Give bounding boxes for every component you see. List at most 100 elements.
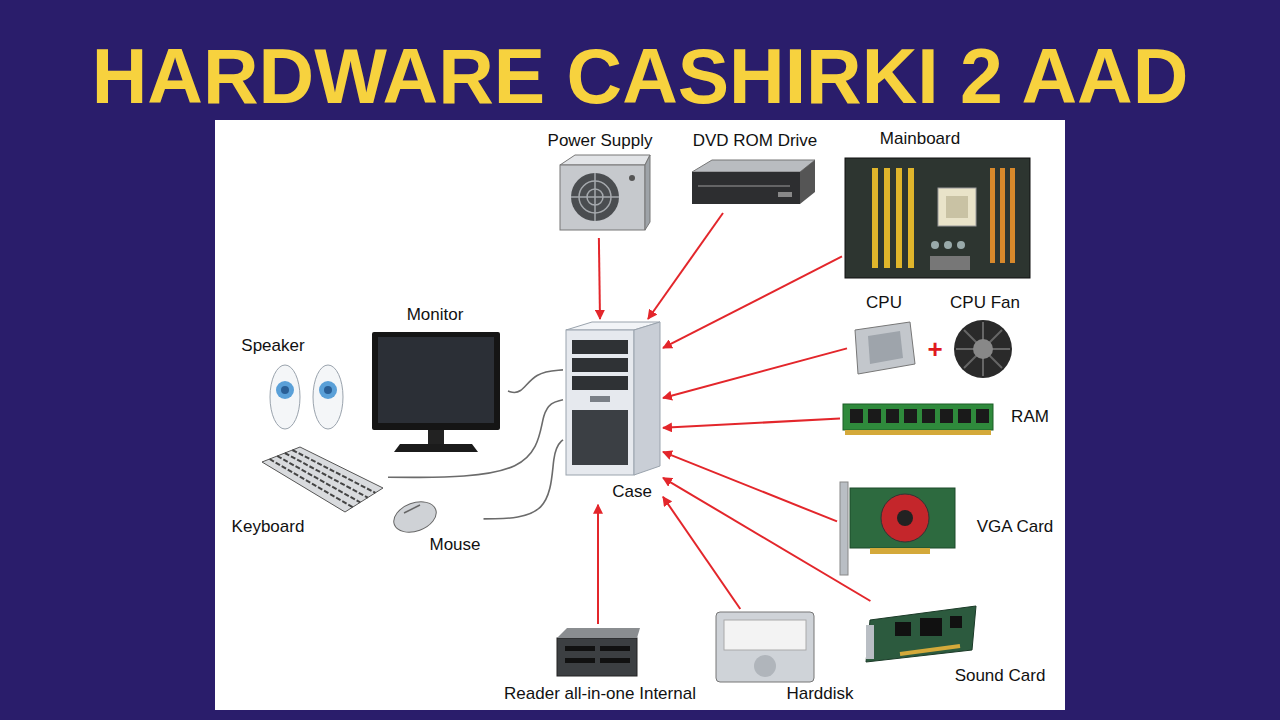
speaker-picture xyxy=(281,386,289,394)
component-label: Harddisk xyxy=(786,684,853,704)
cpu-fan-picture xyxy=(964,330,1002,368)
case-picture xyxy=(572,410,628,465)
keyboard-picture xyxy=(262,447,383,512)
case-picture xyxy=(566,330,634,475)
connector-arrow xyxy=(663,478,870,601)
power-supply-picture xyxy=(560,155,650,165)
mainboard-picture xyxy=(990,168,995,263)
monitor-picture xyxy=(372,332,500,452)
power-supply-picture xyxy=(594,173,596,221)
power-supply-picture xyxy=(629,175,635,181)
component-label: VGA Card xyxy=(977,517,1054,537)
mainboard-picture xyxy=(896,168,902,268)
sound-card-picture xyxy=(866,606,976,662)
dvd-drive-node: DVD ROM Drive xyxy=(687,128,820,213)
connector-arrow xyxy=(648,213,723,319)
cpu-picture xyxy=(855,322,915,374)
sound-card-node: Sound Card xyxy=(863,601,1048,689)
sound-card-picture xyxy=(950,616,962,628)
speaker-picture xyxy=(270,365,300,429)
speaker-node: Speaker xyxy=(238,333,353,435)
card-reader-picture xyxy=(565,646,595,651)
ram-picture xyxy=(843,404,993,435)
speaker-picture xyxy=(270,365,343,429)
mainboard-picture xyxy=(845,158,1030,278)
speaker-picture xyxy=(324,386,332,394)
mainboard-picture xyxy=(884,168,890,268)
dvd-drive-picture xyxy=(778,192,792,197)
power-supply-picture xyxy=(560,165,645,230)
speaker-picture xyxy=(313,365,343,429)
mainboard-picture xyxy=(845,158,1030,278)
power-supply-picture xyxy=(645,155,650,230)
ram-picture xyxy=(958,409,971,423)
card-reader-picture xyxy=(600,646,630,651)
component-label: Sound Card xyxy=(955,666,1046,686)
harddisk-picture xyxy=(754,655,776,677)
dvd-drive-picture xyxy=(692,160,815,204)
cable xyxy=(508,370,563,393)
component-label: CPU Fan xyxy=(950,293,1020,313)
case-picture xyxy=(572,358,628,372)
mouse-picture xyxy=(390,496,441,537)
keyboard-picture xyxy=(270,459,353,507)
ram-picture xyxy=(922,409,935,423)
vga-card-picture xyxy=(840,482,955,575)
cpu-node: CPU xyxy=(847,290,918,377)
ram-picture xyxy=(904,409,917,423)
component-label: RAM xyxy=(1011,407,1049,427)
cpu-fan-picture xyxy=(964,330,1002,368)
sound-card-picture xyxy=(895,622,911,636)
speaker-picture xyxy=(319,381,337,399)
ram-node: RAM xyxy=(840,399,1052,438)
mainboard-picture xyxy=(944,241,952,249)
power-supply-picture xyxy=(560,155,650,230)
connector-arrow xyxy=(663,419,840,428)
vga-card-node: VGA Card xyxy=(837,477,1056,578)
vga-card-picture xyxy=(897,510,913,526)
cpu-fan-picture xyxy=(954,320,1012,378)
harddisk-picture xyxy=(724,620,806,650)
keyboard-node: Keyboard xyxy=(229,442,388,540)
component-label: Case xyxy=(612,482,652,502)
card-reader-picture xyxy=(600,658,630,663)
connector-arrow xyxy=(663,256,842,348)
sound-card-picture xyxy=(866,606,976,662)
vga-card-picture xyxy=(870,548,930,554)
ram-picture xyxy=(845,430,991,435)
connector-arrow xyxy=(597,505,599,624)
ram-picture xyxy=(843,404,993,430)
component-label: Reader all-in-one Internal xyxy=(504,684,696,704)
monitor-picture xyxy=(378,337,494,423)
keyboard-picture xyxy=(277,456,360,502)
component-label: Speaker xyxy=(241,336,304,356)
cpu-picture xyxy=(868,331,903,364)
card-reader-picture xyxy=(557,628,640,638)
case-picture xyxy=(634,322,660,475)
component-label: DVD ROM Drive xyxy=(693,131,818,151)
ram-picture xyxy=(868,409,881,423)
mainboard-picture xyxy=(946,196,968,218)
component-label: CPU xyxy=(866,293,902,313)
mainboard-picture xyxy=(957,241,965,249)
speaker-picture xyxy=(276,381,294,399)
connector-arrow xyxy=(663,452,837,522)
mainboard-picture xyxy=(931,241,939,249)
dvd-drive-picture xyxy=(698,185,790,187)
mainboard-picture xyxy=(930,256,970,270)
harddisk-node: Harddisk xyxy=(713,609,857,707)
vga-card-picture xyxy=(881,494,929,542)
system-case-node: Case xyxy=(563,319,663,505)
sound-card-picture xyxy=(900,646,960,654)
card-reader-node: Reader all-in-one Internal xyxy=(501,624,699,707)
cpu-fan-picture xyxy=(973,339,993,359)
mainboard-picture xyxy=(1000,168,1005,263)
sound-card-picture xyxy=(920,618,942,636)
monitor-picture xyxy=(394,444,478,452)
vga-card-picture xyxy=(850,488,955,548)
harddisk-picture xyxy=(716,612,814,682)
case-picture xyxy=(572,340,628,354)
component-label: Power Supply xyxy=(548,131,653,151)
mainboard-picture xyxy=(938,188,976,226)
case-picture xyxy=(572,376,628,390)
